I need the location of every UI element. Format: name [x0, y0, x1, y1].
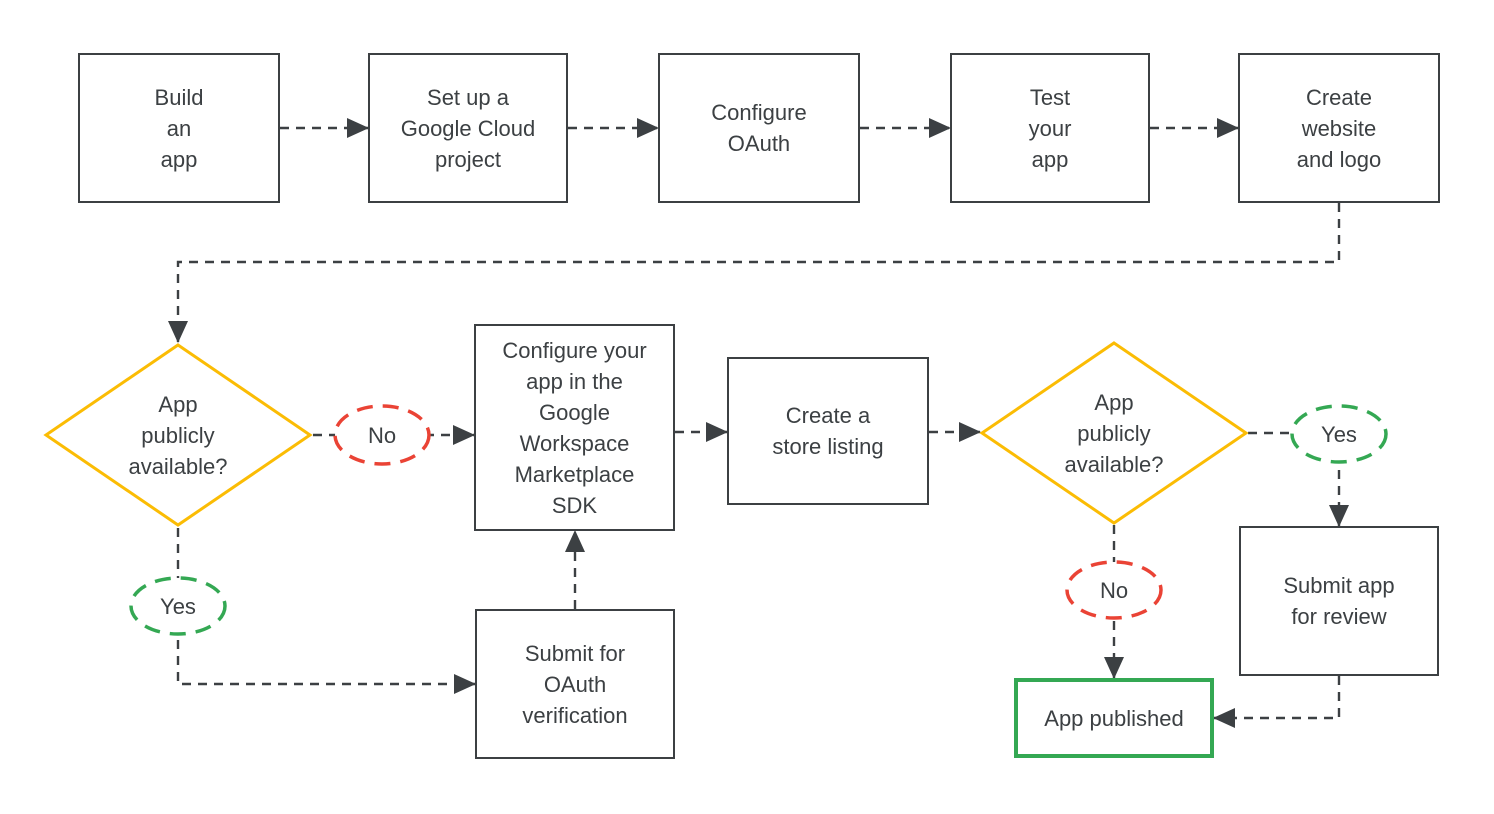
node-no-2-text: No [1099, 577, 1129, 603]
node-app-published: App published [1014, 678, 1214, 758]
node-create-website-and-logo-label: Create website and logo [1296, 84, 1382, 172]
node-decision-1-label: App publicly available? [128, 391, 228, 479]
connector-review-to-published [1213, 676, 1341, 728]
node-no-1-text: No [367, 422, 397, 448]
node-create-a-store-listing-label: Create a store listing [772, 403, 884, 459]
node-yes-2-text: Yes [1321, 421, 1357, 447]
node-configure-app-marketplace-sdk: Configure your app in the Google Workspa… [474, 324, 675, 531]
node-decision-app-publicly-available-1: App publicly available? [43, 342, 313, 528]
no-oval-shape [333, 404, 431, 466]
node-create-website-and-logo: Create website and logo [1238, 53, 1440, 203]
node-yes-label-2: Yes [1289, 403, 1389, 465]
yes-oval-shape [1290, 404, 1388, 464]
no-oval-shape [1065, 560, 1163, 620]
node-yes-1-text: Yes [160, 593, 196, 619]
decision-diamond-shape [979, 341, 1249, 525]
node-yes-label-1: Yes [128, 575, 228, 637]
node-create-a-store-listing: Create a store listing [727, 357, 929, 505]
node-build-an-app: Build an app [78, 53, 280, 203]
node-configure-app-marketplace-sdk-label: Configure your app in the Google Workspa… [502, 337, 647, 518]
node-test-your-app: Test your app [950, 53, 1150, 203]
yes-oval-shape [129, 576, 227, 636]
node-configure-oauth-label: Configure OAuth [711, 100, 807, 156]
node-submit-for-oauth-verification: Submit for OAuth verification [475, 609, 675, 759]
node-submit-for-oauth-verification-label: Submit for OAuth verification [522, 640, 628, 728]
node-test-your-app-label: Test your app [1028, 84, 1072, 172]
node-decision-app-publicly-available-2: App publicly available? [979, 340, 1249, 526]
node-configure-oauth: Configure OAuth [658, 53, 860, 203]
node-setup-google-cloud-project-label: Set up a Google Cloud project [400, 84, 536, 172]
node-setup-google-cloud-project: Set up a Google Cloud project [368, 53, 568, 203]
connector-website-to-decision1 [168, 203, 1341, 343]
node-app-published-label: App published [1044, 705, 1184, 731]
node-no-label-2: No [1064, 559, 1164, 621]
node-no-label-1: No [332, 403, 432, 467]
node-submit-app-for-review-label: Submit app for review [1283, 573, 1395, 629]
node-build-an-app-label: Build an app [154, 84, 204, 172]
connector-decision2-yes-to-review [1248, 431, 1349, 527]
node-submit-app-for-review: Submit app for review [1239, 526, 1439, 676]
decision-diamond-shape [43, 343, 313, 527]
node-decision-2-label: App publicly available? [1064, 389, 1164, 477]
